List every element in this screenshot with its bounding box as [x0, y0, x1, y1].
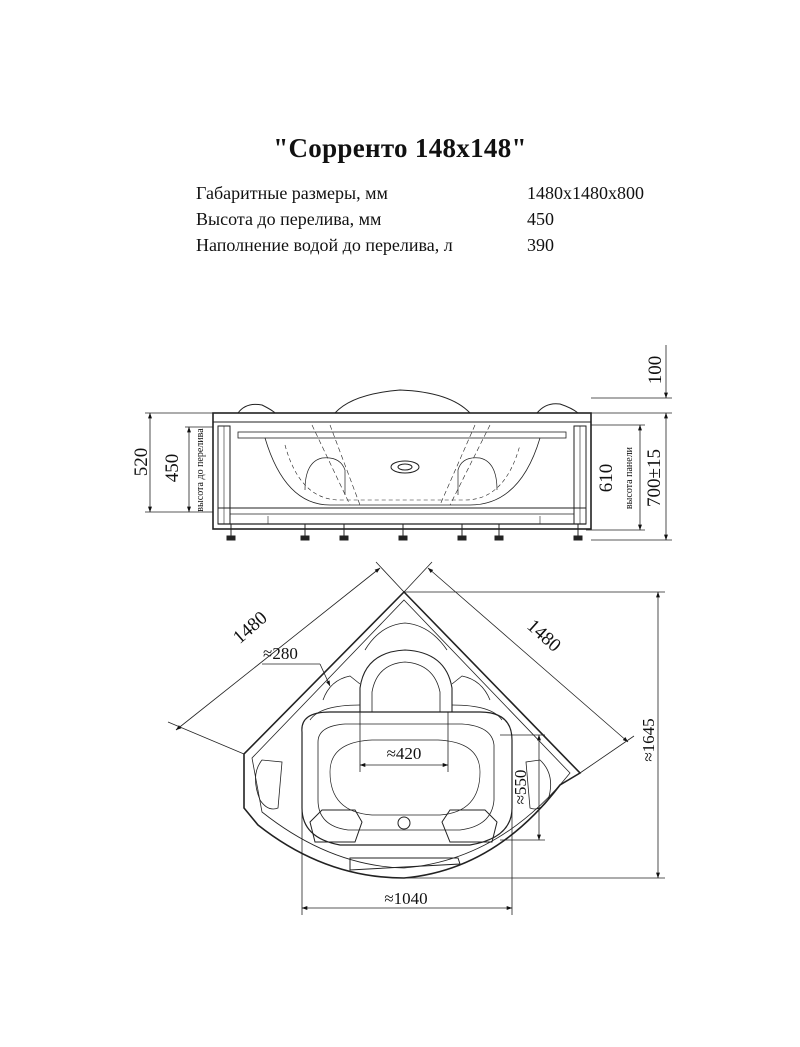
left-armrest — [255, 759, 283, 810]
page-title: "Сорренто 148x148" — [273, 133, 527, 163]
drain-circle — [397, 816, 411, 830]
spec-label: Габаритные размеры, мм — [196, 183, 388, 203]
left-headrest-profile — [237, 403, 276, 414]
headrest-arch — [359, 649, 453, 712]
label-panel-height: высота панели — [624, 446, 635, 509]
dim-inner-depth: ≈550 — [511, 770, 530, 805]
spec-row-dimensions: Габаритные размеры, мм 1480x1480x800 — [196, 183, 716, 207]
drain-inner — [397, 463, 413, 471]
label-overflow-height: высота до перелива — [195, 428, 206, 512]
dim-inner-width: ≈420 — [387, 744, 422, 763]
dim-top: 100 — [645, 356, 666, 385]
dim-panel: 610 — [596, 464, 617, 493]
bowl-outline — [301, 711, 513, 846]
tub-body-outline — [212, 412, 592, 530]
front-view — [212, 389, 592, 541]
center-dome-profile — [334, 389, 471, 414]
left-seat — [309, 809, 363, 843]
front-right-dimensions — [586, 345, 672, 541]
inner-rim — [237, 431, 567, 439]
dim-total-height: 520 — [131, 448, 152, 477]
spec-row-overflow-height: Высота до перелива, мм 450 — [196, 209, 716, 233]
tub-rim-line — [251, 599, 571, 869]
dim-diagonal: ≈1645 — [639, 718, 658, 761]
spec-label: Высота до перелива, мм — [196, 209, 382, 229]
dim-overflow: 450 — [162, 454, 183, 483]
bowl-profile — [264, 437, 541, 506]
dim-panel-total: 700±15 — [644, 449, 665, 507]
top-view-dimensions — [167, 561, 665, 915]
right-seat — [441, 809, 498, 843]
front-left-dimensions — [145, 412, 213, 513]
support-legs — [226, 524, 583, 541]
spec-value: 1480x1480x800 — [527, 183, 644, 203]
dim-headrest: ≈280 — [263, 644, 298, 663]
right-armrest — [525, 759, 552, 810]
front-handle — [349, 857, 461, 871]
spec-row-water-volume: Наполнение водой до перелива, л 390 — [196, 235, 716, 259]
right-headrest-profile — [536, 403, 579, 414]
spec-label: Наполнение водой до перелива, л — [196, 235, 453, 255]
spec-value: 450 — [527, 209, 554, 229]
dim-side-right: 1480 — [523, 615, 565, 656]
spec-value: 390 — [527, 235, 554, 255]
dim-bottom-width: ≈1040 — [384, 889, 427, 908]
drain-outer — [390, 460, 420, 474]
dim-side-left: 1480 — [229, 607, 271, 648]
